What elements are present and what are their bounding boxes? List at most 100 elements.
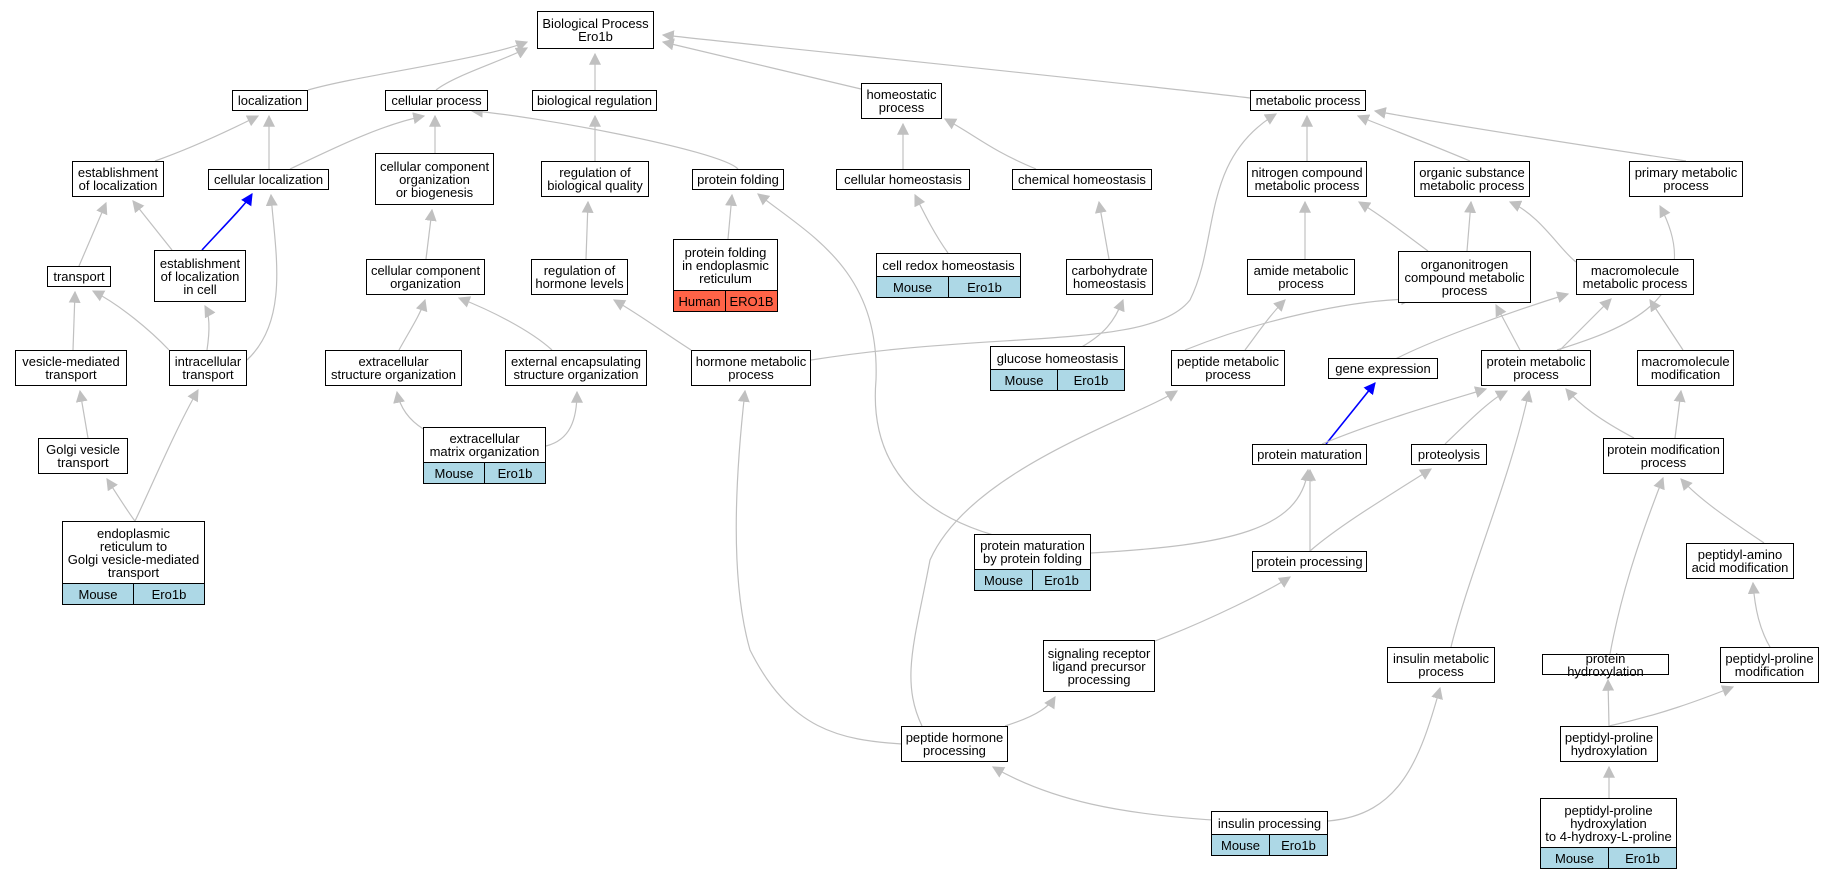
node-protein-metabolic-process[interactable]: protein metabolic process bbox=[1481, 350, 1591, 386]
gene-tag: Ero1b bbox=[1032, 570, 1090, 590]
tag-row: Mouse Ero1b bbox=[991, 369, 1124, 390]
species-tag: Mouse bbox=[1541, 848, 1608, 868]
node-label: endoplasmic reticulum to Golgi vesicle-m… bbox=[67, 525, 200, 580]
edge bbox=[154, 115, 260, 162]
node-carbohydrate-homeostasis[interactable]: carbohydrate homeostasis bbox=[1066, 259, 1153, 295]
gene-tag: Ero1b bbox=[133, 584, 204, 604]
edge bbox=[991, 766, 1230, 822]
node-signaling-receptor-ligand-precursor-processing[interactable]: signaling receptor ligand precursor proc… bbox=[1043, 640, 1155, 692]
node-organonitrogen-compound-metabolic-process[interactable]: organonitrogen compound metabolic proces… bbox=[1398, 251, 1531, 303]
node-peptide-hormone-processing[interactable]: peptide hormone processing bbox=[901, 726, 1008, 762]
edge bbox=[1327, 686, 1443, 822]
tag-row: Mouse Ero1b bbox=[63, 583, 204, 604]
species-tag: Human bbox=[674, 291, 725, 311]
node-peptide-metabolic-process[interactable]: peptide metabolic process bbox=[1171, 350, 1285, 386]
node-protein-folding-in-er[interactable]: protein folding in endoplasmic reticulum… bbox=[673, 239, 778, 312]
node-establishment-of-localization-in-cell[interactable]: establishment of localization in cell bbox=[154, 250, 246, 302]
node-cell-redox-homeostasis[interactable]: cell redox homeostasis Mouse Ero1b bbox=[876, 253, 1021, 298]
node-organic-substance-metabolic-process[interactable]: organic substance metabolic process bbox=[1414, 161, 1530, 197]
node-regulation-of-biological-quality[interactable]: regulation of biological quality bbox=[541, 161, 649, 197]
edge bbox=[68, 290, 81, 351]
species-tag: Mouse bbox=[877, 277, 948, 297]
node-protein-folding[interactable]: protein folding bbox=[692, 169, 784, 190]
node-cellular-component-organization-or-biogenesis[interactable]: cellular component organization or bioge… bbox=[375, 153, 494, 205]
node-cellular-homeostasis[interactable]: cellular homeostasis bbox=[836, 169, 970, 190]
node-cellular-component-organization[interactable]: cellular component organization bbox=[366, 259, 485, 295]
node-peptidyl-amino-acid-modification[interactable]: peptidyl-amino acid modification bbox=[1686, 543, 1794, 579]
node-extracellular-matrix-organization[interactable]: extracellular matrix organization Mouse … bbox=[423, 427, 546, 484]
node-extracellular-structure-organization[interactable]: extracellular structure organization bbox=[325, 350, 462, 386]
tag-row: Mouse Ero1b bbox=[1212, 834, 1327, 855]
species-tag: Mouse bbox=[424, 463, 484, 483]
node-homeostatic-process[interactable]: homeostatic process bbox=[861, 83, 942, 119]
node-transport[interactable]: transport bbox=[47, 266, 111, 287]
edge bbox=[1389, 291, 1570, 363]
gene-tag: Ero1b bbox=[1269, 835, 1327, 855]
edge bbox=[661, 30, 1251, 99]
node-label: extracellular matrix organization bbox=[429, 431, 540, 459]
node-label: peptidyl-proline hydroxylation to 4-hydr… bbox=[1545, 802, 1672, 844]
node-biological-regulation[interactable]: biological regulation bbox=[532, 90, 657, 111]
edge bbox=[134, 388, 199, 522]
node-cellular-process[interactable]: cellular process bbox=[385, 90, 488, 111]
edge bbox=[1565, 388, 1635, 439]
edge bbox=[132, 200, 173, 251]
edge bbox=[1609, 476, 1665, 655]
tag-row: Mouse Ero1b bbox=[975, 569, 1090, 590]
node-glucose-homeostasis[interactable]: glucose homeostasis Mouse Ero1b bbox=[990, 346, 1125, 391]
edge bbox=[204, 304, 216, 351]
node-label: glucose homeostasis bbox=[996, 350, 1119, 366]
node-peptidyl-proline-modification[interactable]: peptidyl-proline modification bbox=[1720, 647, 1819, 683]
node-localization[interactable]: localization bbox=[232, 90, 308, 111]
edge bbox=[1464, 200, 1477, 252]
node-amide-metabolic-process[interactable]: amide metabolic process bbox=[1247, 259, 1355, 295]
edge bbox=[725, 193, 737, 240]
node-establishment-of-localization[interactable]: establishment of localization bbox=[72, 161, 164, 197]
edge bbox=[1309, 468, 1433, 552]
node-proteolysis[interactable]: proteolysis bbox=[1411, 444, 1487, 465]
node-intracellular-transport[interactable]: intracellular transport bbox=[169, 350, 247, 386]
edge bbox=[1508, 200, 1577, 263]
node-golgi-vesicle-transport[interactable]: Golgi vesicle transport bbox=[38, 438, 128, 474]
node-metabolic-process[interactable]: metabolic process bbox=[1250, 90, 1366, 111]
edge bbox=[78, 201, 108, 267]
edge bbox=[289, 112, 426, 170]
edge bbox=[1444, 390, 1509, 445]
node-external-encapsulating-structure-organization[interactable]: external encapsulating structure organiz… bbox=[505, 350, 647, 386]
node-chemical-homeostasis[interactable]: chemical homeostasis bbox=[1012, 169, 1152, 190]
node-protein-hydroxylation[interactable]: protein hydroxylation bbox=[1542, 652, 1669, 678]
node-protein-processing[interactable]: protein processing bbox=[1252, 551, 1367, 572]
edge bbox=[914, 193, 949, 254]
edge bbox=[1244, 299, 1286, 351]
node-cellular-localization[interactable]: cellular localization bbox=[208, 169, 329, 190]
edge bbox=[106, 477, 136, 522]
edge bbox=[757, 193, 1091, 551]
gene-tag: Ero1b bbox=[948, 277, 1020, 297]
node-hormone-metabolic-process[interactable]: hormone metabolic process bbox=[691, 350, 811, 386]
tag-row: Mouse Ero1b bbox=[877, 276, 1020, 297]
node-primary-metabolic-process[interactable]: primary metabolic process bbox=[1629, 161, 1743, 197]
node-peptidyl-proline-hydroxylation-to-4-hydroxy-l-proline[interactable]: peptidyl-proline hydroxylation to 4-hydr… bbox=[1540, 798, 1677, 869]
node-insulin-metabolic-process[interactable]: insulin metabolic process bbox=[1387, 647, 1495, 683]
node-macromolecule-metabolic-process[interactable]: macromolecule metabolic process bbox=[1576, 259, 1694, 295]
node-er-to-golgi-vesicle-mediated-transport[interactable]: endoplasmic reticulum to Golgi vesicle-m… bbox=[62, 521, 205, 605]
edge bbox=[470, 105, 739, 170]
node-peptidyl-proline-hydroxylation[interactable]: peptidyl-proline hydroxylation bbox=[1560, 726, 1658, 762]
highlight-edge bbox=[1325, 382, 1376, 445]
node-macromolecule-modification[interactable]: macromolecule modification bbox=[1637, 350, 1734, 386]
node-nitrogen-compound-metabolic-process[interactable]: nitrogen compound metabolic process bbox=[1247, 161, 1367, 197]
edge bbox=[1608, 685, 1735, 727]
node-insulin-processing[interactable]: insulin processing Mouse Ero1b bbox=[1211, 811, 1328, 856]
node-protein-modification-process[interactable]: protein modification process bbox=[1603, 438, 1724, 474]
edge bbox=[75, 389, 89, 439]
edge bbox=[246, 193, 278, 361]
node-protein-maturation[interactable]: protein maturation bbox=[1252, 444, 1367, 465]
node-gene-expression[interactable]: gene expression bbox=[1328, 358, 1438, 379]
node-vesicle-mediated-transport[interactable]: vesicle-mediated transport bbox=[15, 350, 127, 386]
node-biological-process-root[interactable]: Biological Process Ero1b bbox=[537, 11, 654, 49]
edge bbox=[1321, 386, 1488, 445]
edge bbox=[307, 40, 529, 91]
node-regulation-of-hormone-levels[interactable]: regulation of hormone levels bbox=[531, 259, 628, 295]
node-protein-maturation-by-protein-folding[interactable]: protein maturation by protein folding Mo… bbox=[974, 534, 1091, 591]
